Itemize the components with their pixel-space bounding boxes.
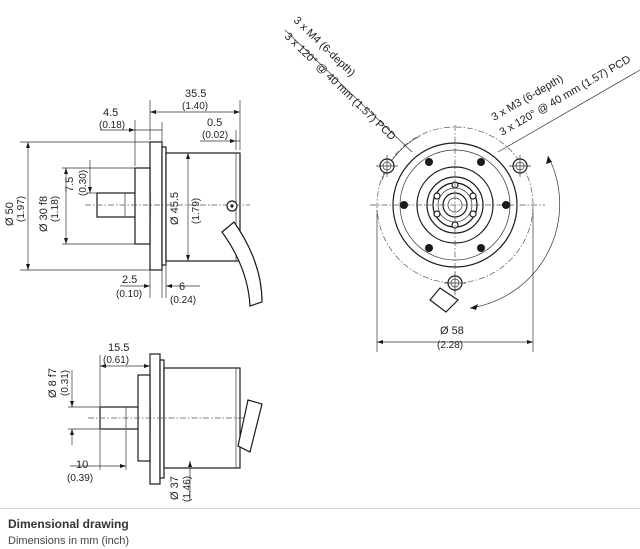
dim-10: 10 (76, 459, 88, 471)
dim-7-5: 7.5 (64, 177, 76, 192)
dim-d37-inch: (1.46) (182, 476, 193, 502)
m3-hole-icon (425, 158, 433, 166)
dim-10-inch: (0.39) (67, 473, 93, 484)
hub-top (134, 167, 151, 245)
m3-hole-icon (400, 201, 408, 209)
angle-arc (469, 155, 561, 309)
caption-subtitle: Dimensions in mm (inch) (8, 535, 130, 547)
caption-title: Dimensional drawing (8, 517, 129, 531)
dim-15-5: 15.5 (108, 342, 129, 354)
m3-hole-icon (477, 244, 485, 252)
caption-bar: Dimensional drawing Dimensions in mm (in… (0, 508, 640, 549)
dim-d50: Ø 50 (4, 202, 16, 226)
dim-4-5: 4.5 (103, 107, 118, 119)
m3-hole-icon (477, 158, 485, 166)
dim-4-5-inch: (0.18) (99, 120, 125, 131)
cable-tether-top (221, 221, 263, 307)
dim-35-5: 35.5 (185, 88, 206, 100)
dim-d45-5-inch: (1.79) (191, 198, 202, 224)
dim-7-5-inch: (0.30) (78, 170, 89, 196)
dim-d58: Ø 58 (440, 325, 464, 337)
m3-hole-icon (502, 201, 510, 209)
dim-d30-inch: (1.18) (50, 196, 61, 222)
dim-d8: Ø 8 f7 (47, 368, 59, 398)
dim-d58-inch: (2.28) (437, 340, 463, 351)
dim-d8-inch: (0.31) (60, 370, 71, 396)
dim-d30: Ø 30 f8 (38, 196, 50, 232)
cable-tether-front (429, 287, 459, 313)
dim-d37: Ø 37 (169, 476, 181, 500)
m3-hole-icon (425, 244, 433, 252)
callout-m4-line2: 3 x 120° @ 40 mm (1.57) PCD (282, 31, 398, 143)
dim-6: 6 (179, 281, 185, 293)
dim-d45-5: Ø 45.5 (169, 192, 181, 225)
side-view-bottom (68, 353, 263, 500)
flange-top (149, 141, 163, 271)
cable-tether-bottom (237, 399, 263, 453)
m4-hole-bottom-icon (444, 272, 466, 294)
flange-bottom (149, 353, 161, 485)
m4-hole-right-icon (509, 155, 531, 177)
dim-6-inch: (0.24) (170, 295, 196, 306)
leader-m4 (284, 29, 413, 153)
dim-2-5: 2.5 (122, 274, 137, 286)
side-view-top (20, 100, 263, 307)
dim-0-5-inch: (0.02) (202, 130, 228, 141)
front-view (284, 29, 640, 352)
dim-2-5-inch: (0.10) (116, 289, 142, 300)
dim-d50-inch: (1.97) (16, 196, 27, 222)
dim-35-5-inch: (1.40) (182, 101, 208, 112)
leader-m3 (497, 69, 640, 153)
flange-step-top (161, 146, 167, 266)
dim-0-5: 0.5 (207, 117, 222, 129)
dim-15-5-inch: (0.61) (103, 355, 129, 366)
m4-hole-left-icon (376, 155, 398, 177)
